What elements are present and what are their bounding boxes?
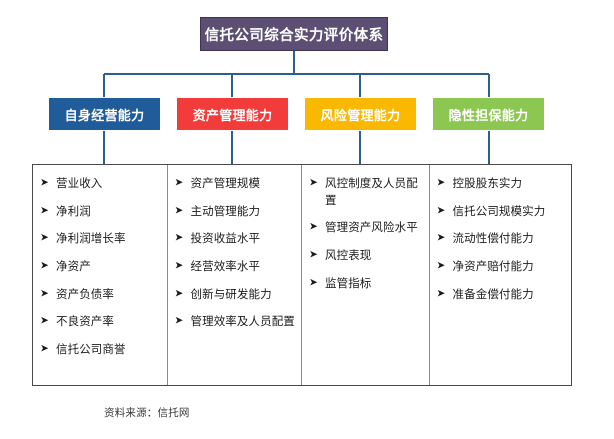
list-item-label: 管理效率及人员配置 — [190, 314, 295, 329]
arrow-bullet-icon: ➤ — [174, 314, 184, 327]
list-item: ➤ 管理资产风险水平 — [309, 219, 425, 236]
arrow-bullet-icon: ➤ — [40, 314, 49, 327]
arrow-bullet-icon: ➤ — [40, 204, 49, 217]
list-item: ➤ 净利润增长率 — [40, 230, 163, 247]
list-item-label: 准备金偿付能力 — [452, 286, 534, 301]
arrow-bullet-icon: ➤ — [40, 259, 49, 272]
list-item: ➤ 经营效率水平 — [175, 258, 298, 275]
list-item: ➤ 流动性偿付能力 — [437, 230, 567, 247]
arrow-bullet-icon: ➤ — [309, 220, 318, 233]
list-item-label: 净利润增长率 — [56, 231, 126, 246]
list-item: ➤ 控股股东实力 — [437, 175, 567, 192]
list-item-label: 净资产 — [56, 259, 91, 274]
list-item: ➤ 准备金偿付能力 — [437, 286, 567, 303]
category-label: 资产管理能力 — [192, 108, 273, 124]
list-item: ➤ 风控表现 — [309, 247, 425, 264]
arrow-bullet-icon: ➤ — [309, 176, 318, 189]
arrow-bullet-icon: ➤ — [436, 259, 446, 272]
list-item: ➤ 不良资产率 — [40, 313, 163, 330]
list-item: ➤ 信托公司规模实力 — [437, 203, 567, 220]
indicator-column-self-operation: ➤ 营业收入 ➤ 净利润 ➤ 净利润增长率 ➤ 净资产 ➤ 资产负债率 ➤ 不良… — [33, 165, 168, 385]
list-item: ➤ 信托公司商誉 — [40, 341, 163, 358]
indicator-column-risk-management: ➤ 风控制度及人员配置 ➤ 管理资产风险水平 ➤ 风控表现 ➤ 监管指标 — [302, 165, 430, 385]
list-item: ➤ 主动管理能力 — [175, 203, 298, 220]
category-box-implicit-guarantee[interactable]: 隐性担保能力 — [432, 97, 545, 131]
category-box-asset-management[interactable]: 资产管理能力 — [176, 97, 289, 131]
list-item-label: 净资产赔付能力 — [452, 259, 534, 274]
arrow-bullet-icon: ➤ — [40, 342, 49, 355]
list-item-label: 不良资产率 — [56, 314, 114, 329]
list-item: ➤ 风控制度及人员配置 — [309, 175, 425, 208]
arrow-bullet-icon: ➤ — [436, 231, 446, 244]
arrow-bullet-icon: ➤ — [40, 231, 49, 244]
list-item-label: 风控制度及人员配置 — [325, 176, 418, 207]
list-item-label: 资产管理规模 — [190, 176, 261, 190]
arrow-bullet-icon: ➤ — [174, 231, 184, 244]
indicator-column-asset-management: ➤ 资产管理规模 ➤ 主动管理能力 ➤ 投资收益水平 ➤ 经营效率水平 ➤ 创新… — [168, 165, 302, 385]
list-item-label: 营业收入 — [56, 176, 103, 190]
diagram-title-box: 信托公司综合实力评价体系 — [200, 17, 388, 51]
diagram-title-text: 信托公司综合实力评价体系 — [204, 27, 384, 44]
list-item: ➤ 净资产 — [40, 258, 163, 275]
list-item-label: 净利润 — [56, 203, 91, 218]
list-item: ➤ 净资产赔付能力 — [437, 258, 567, 275]
category-label: 隐性担保能力 — [448, 108, 529, 124]
list-item: ➤ 资产管理规模 — [175, 175, 298, 192]
arrow-bullet-icon: ➤ — [174, 176, 184, 189]
arrow-bullet-icon: ➤ — [309, 248, 318, 261]
arrow-bullet-icon: ➤ — [40, 287, 49, 300]
list-item-label: 监管指标 — [325, 275, 372, 290]
list-item-label: 经营效率水平 — [190, 259, 261, 274]
arrow-bullet-icon: ➤ — [436, 176, 446, 189]
list-item: ➤ 投资收益水平 — [175, 230, 298, 247]
list-item: ➤ 创新与研发能力 — [175, 286, 298, 303]
category-label: 自身经营能力 — [64, 108, 145, 124]
list-item-label: 管理资产风险水平 — [325, 220, 418, 235]
list-item: ➤ 营业收入 — [40, 175, 163, 192]
category-box-self-operation[interactable]: 自身经营能力 — [48, 97, 161, 131]
list-item-label: 资产负债率 — [56, 286, 114, 301]
list-item-label: 投资收益水平 — [190, 231, 261, 246]
arrow-bullet-icon: ➤ — [174, 259, 184, 272]
arrow-bullet-icon: ➤ — [309, 276, 318, 289]
list-item-label: 主动管理能力 — [190, 203, 261, 218]
indicator-panel: ➤ 营业收入 ➤ 净利润 ➤ 净利润增长率 ➤ 净资产 ➤ 资产负债率 ➤ 不良… — [32, 164, 572, 386]
category-box-risk-management[interactable]: 风险管理能力 — [304, 97, 417, 131]
indicator-column-implicit-guarantee: ➤ 控股股东实力 ➤ 信托公司规模实力 ➤ 流动性偿付能力 ➤ 净资产赔付能力 … — [430, 165, 571, 385]
list-item: ➤ 资产负债率 — [40, 286, 163, 303]
source-note: 资料来源：信托网 — [104, 407, 190, 419]
list-item: ➤ 监管指标 — [309, 275, 425, 292]
arrow-bullet-icon: ➤ — [174, 287, 184, 300]
list-item: ➤ 管理效率及人员配置 — [175, 313, 298, 330]
category-label: 风险管理能力 — [320, 108, 401, 124]
list-item-label: 信托公司商誉 — [56, 342, 126, 357]
arrow-bullet-icon: ➤ — [436, 204, 446, 217]
list-item-label: 流动性偿付能力 — [452, 231, 534, 246]
list-item-label: 信托公司规模实力 — [452, 203, 546, 218]
list-item-label: 控股股东实力 — [452, 176, 523, 190]
arrow-bullet-icon: ➤ — [40, 176, 49, 189]
arrow-bullet-icon: ➤ — [174, 204, 184, 217]
arrow-bullet-icon: ➤ — [436, 287, 446, 300]
list-item-label: 创新与研发能力 — [190, 286, 272, 301]
list-item: ➤ 净利润 — [40, 203, 163, 220]
list-item-label: 风控表现 — [325, 248, 372, 263]
